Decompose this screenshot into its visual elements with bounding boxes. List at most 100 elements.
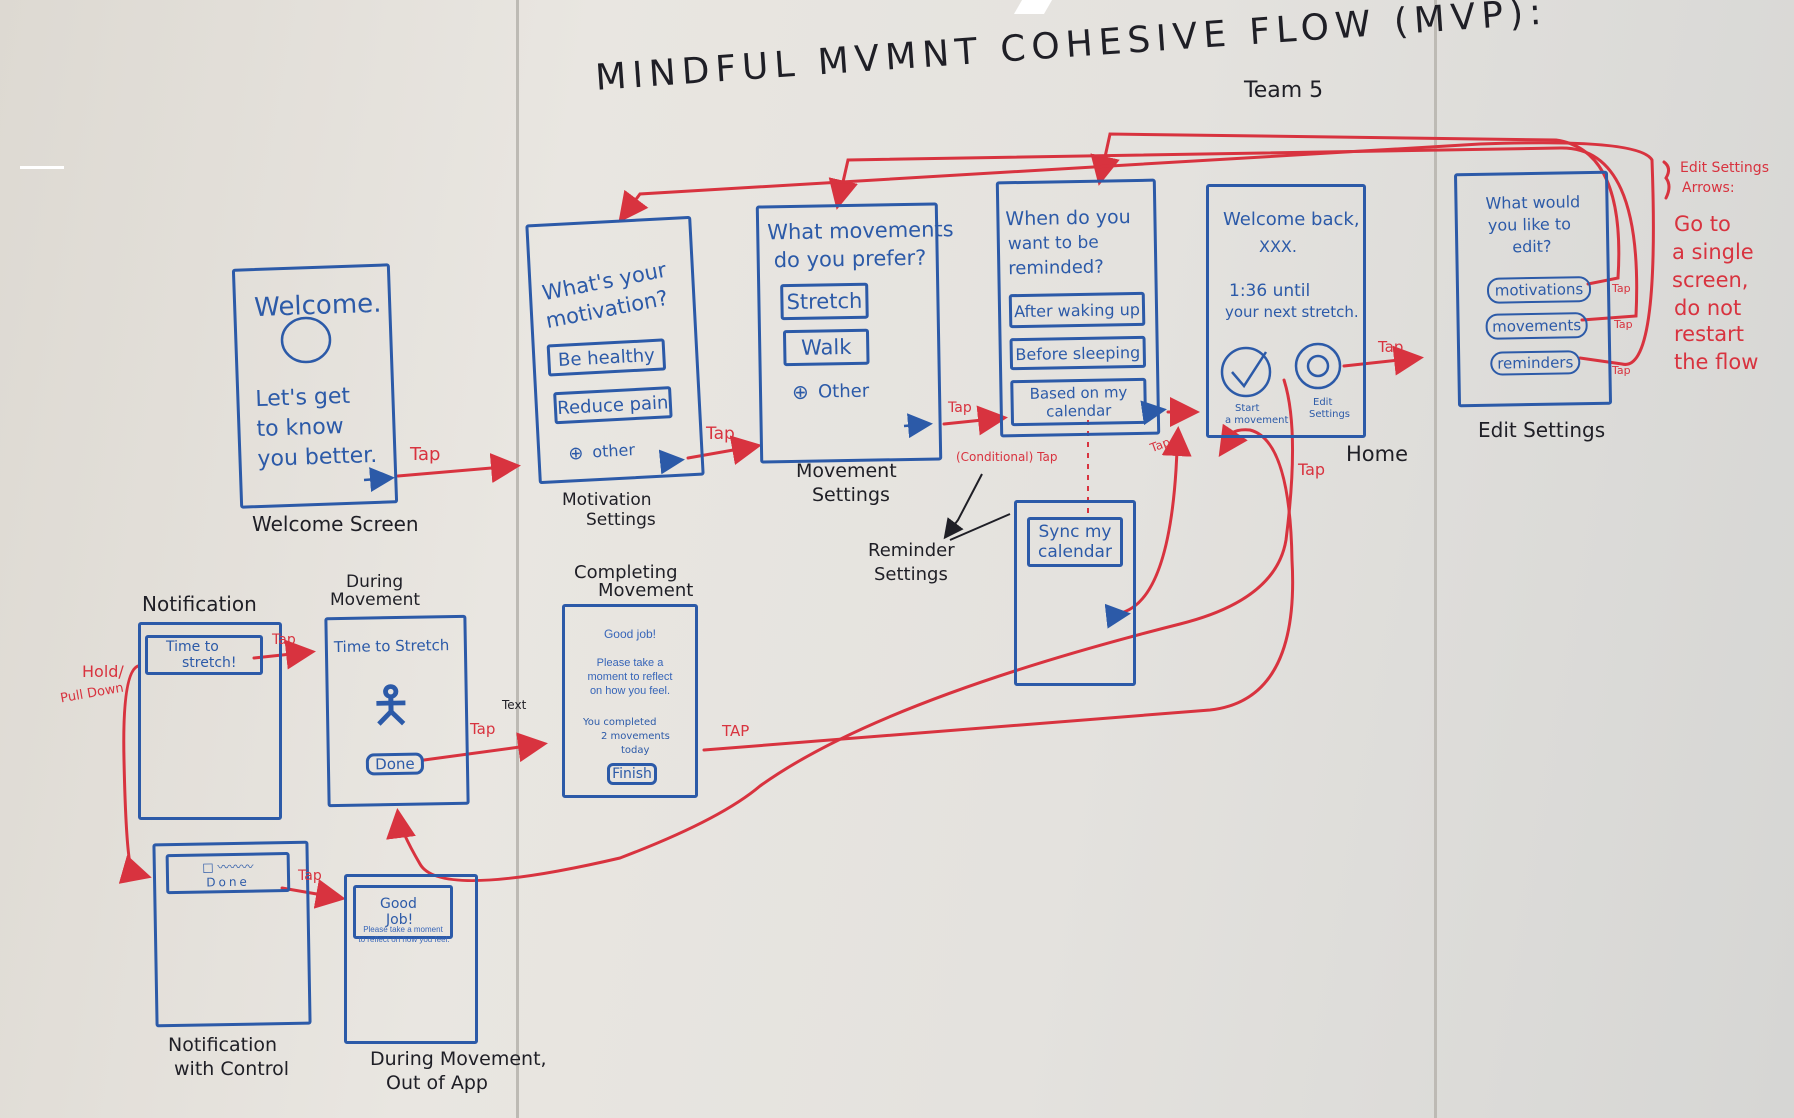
completing-movement-label-1: Completing xyxy=(574,562,678,583)
motivation-other-option[interactable]: other xyxy=(591,440,636,462)
control-wave: □ 〰〰〰 xyxy=(202,859,254,875)
start-movement-icon xyxy=(1220,346,1272,398)
movement-screen: What movements do you prefer? Stretch Wa… xyxy=(755,202,954,464)
arrow-start-to-during xyxy=(386,378,1295,883)
edit-settings-label-1[interactable]: Edit xyxy=(1313,397,1333,408)
reflect-text-1: Please take a xyxy=(596,657,664,669)
out-of-app-label-2: Out of App xyxy=(386,1072,488,1094)
during-movement-label-2: Movement xyxy=(330,590,421,610)
welcome-body-2: to know xyxy=(256,414,345,443)
welcome-screen: Welcome. Let's get to know you better. xyxy=(231,263,399,509)
arrow-edit-reminders xyxy=(618,141,1655,366)
tap-during: Tap xyxy=(470,720,496,738)
arrow-during-to-completing xyxy=(422,732,548,763)
reminder-settings-label-1: Reminder xyxy=(868,540,955,561)
notification-control-label-2: with Control xyxy=(174,1058,290,1080)
sync-line-2: calendar xyxy=(1038,542,1112,562)
out-good-1: Good xyxy=(380,896,417,912)
reflect-text-2: moment to reflect xyxy=(587,671,673,683)
sync-calendar-button[interactable]: Sync my calendar xyxy=(1027,517,1123,567)
out-of-app-screen: Good Job! Please take a moment to reflec… xyxy=(344,874,478,1044)
start-movement-label-2[interactable]: a movement xyxy=(1225,415,1289,426)
welcome-body-3: you better. xyxy=(257,442,378,473)
panel-seam-left xyxy=(516,0,519,1118)
tap-edit-movements: Tap xyxy=(1614,318,1633,331)
be-healthy-option[interactable]: Be healthy xyxy=(546,338,667,377)
tap-completing: TAP xyxy=(722,722,750,740)
notification-screen: Time to stretch! xyxy=(138,622,282,820)
edit-settings-label-2[interactable]: Settings xyxy=(1309,409,1351,420)
tap-motivation: Tap xyxy=(706,424,735,444)
edit-motivations-button[interactable]: motivations xyxy=(1486,275,1592,304)
during-done-button[interactable]: Done xyxy=(365,752,425,776)
completing-movement-screen: Good job! Please take a moment to reflec… xyxy=(562,604,698,798)
completed-text-1: You completed xyxy=(583,717,657,728)
based-on-calendar-option[interactable]: Based on my calendar xyxy=(1010,377,1148,427)
arrow-motivation-to-movement xyxy=(686,435,762,465)
completing-movement-label-2: Movement xyxy=(598,580,694,601)
arrow-sync-to-reminder-settings xyxy=(949,513,1011,541)
reminder-question-1: When do you xyxy=(1005,206,1131,231)
start-movement-label-1[interactable]: Start xyxy=(1235,403,1260,414)
calendar-option-line-2: calendar xyxy=(1046,401,1112,421)
after-waking-option[interactable]: After waking up xyxy=(1008,291,1146,329)
walk-option[interactable]: Walk xyxy=(782,328,870,367)
notification-label: Notification xyxy=(142,592,257,616)
team-label: Team 5 xyxy=(1244,78,1324,103)
edit-reminders-button[interactable]: reminders xyxy=(1490,350,1581,376)
edit-question-1: What would xyxy=(1485,192,1581,213)
movement-add-icon[interactable]: ⊕ xyxy=(791,379,809,405)
arrow-hold-pull-down xyxy=(118,664,152,884)
edit-question-3: edit? xyxy=(1512,236,1552,257)
sync-next-arrow xyxy=(1104,603,1131,629)
edit-movements-button[interactable]: movements xyxy=(1485,312,1588,340)
arrow-to-reminder-settings xyxy=(943,473,983,540)
edit-note-title-1: Edit Settings xyxy=(1680,160,1769,176)
motivation-settings-label-2: Settings xyxy=(586,510,656,530)
calendar-option-line-1: Based on my xyxy=(1029,383,1128,403)
tap-welcome: Tap xyxy=(410,444,441,465)
home-screen: Welcome back, XXX. 1:36 until your next … xyxy=(1206,184,1366,438)
welcome-avatar-circle xyxy=(280,316,332,364)
edit-note-line-5: restart xyxy=(1674,322,1745,346)
tap-conditional: (Conditional) Tap xyxy=(956,450,1058,464)
welcome-next-arrow xyxy=(363,467,395,492)
tap-control: Tap xyxy=(298,868,322,884)
movement-settings-label-2: Settings xyxy=(812,484,890,506)
tap-edit-reminders: Tap xyxy=(1612,364,1631,377)
home-label: Home xyxy=(1346,442,1409,466)
control-banner[interactable]: □ 〰〰〰 Done xyxy=(165,851,291,895)
reduce-pain-option[interactable]: Reduce pain xyxy=(553,386,673,425)
reminder-question-3: reminded? xyxy=(1008,256,1104,280)
light-glare xyxy=(20,166,64,169)
welcome-heading: Welcome. xyxy=(253,288,382,324)
reminder-settings-label-2: Settings xyxy=(874,564,948,585)
movement-other-option[interactable]: Other xyxy=(817,380,870,403)
edit-note-line-4: do not xyxy=(1674,296,1742,320)
motivation-next-arrow xyxy=(658,449,685,475)
sync-line-1: Sync my xyxy=(1038,522,1112,542)
tap-home-start: Tap xyxy=(1298,460,1326,479)
notification-banner[interactable]: Time to stretch! xyxy=(145,635,263,675)
movement-settings-label-1: Movement xyxy=(796,460,897,482)
motivation-screen: What's your motivation? Be healthy Reduc… xyxy=(525,215,705,485)
stretch-option[interactable]: Stretch xyxy=(780,282,869,321)
reminder-screen: When do you want to be reminded? After w… xyxy=(995,178,1161,438)
movement-question-1: What movements xyxy=(767,217,954,245)
welcome-body-1: Let's get xyxy=(255,383,351,413)
welcome-screen-label: Welcome Screen xyxy=(252,512,419,536)
motivation-add-icon[interactable]: ⊕ xyxy=(567,442,585,465)
home-greeting-1: Welcome back, xyxy=(1223,209,1360,230)
arrow-notification-to-during xyxy=(252,639,316,670)
tap-home-edit: Tap xyxy=(1378,338,1404,356)
out-of-app-banner[interactable]: Good Job! xyxy=(353,885,453,939)
reminder-next-arrow xyxy=(1140,400,1167,426)
finish-button[interactable]: Finish xyxy=(607,763,657,785)
before-sleeping-option[interactable]: Before sleeping xyxy=(1009,335,1147,371)
during-movement-screen: Time to Stretch 🯅 Done xyxy=(324,614,470,808)
control-done-label[interactable]: Done xyxy=(206,874,250,889)
movement-next-arrow xyxy=(903,413,933,439)
edit-note-line-1: Go to xyxy=(1674,212,1731,236)
